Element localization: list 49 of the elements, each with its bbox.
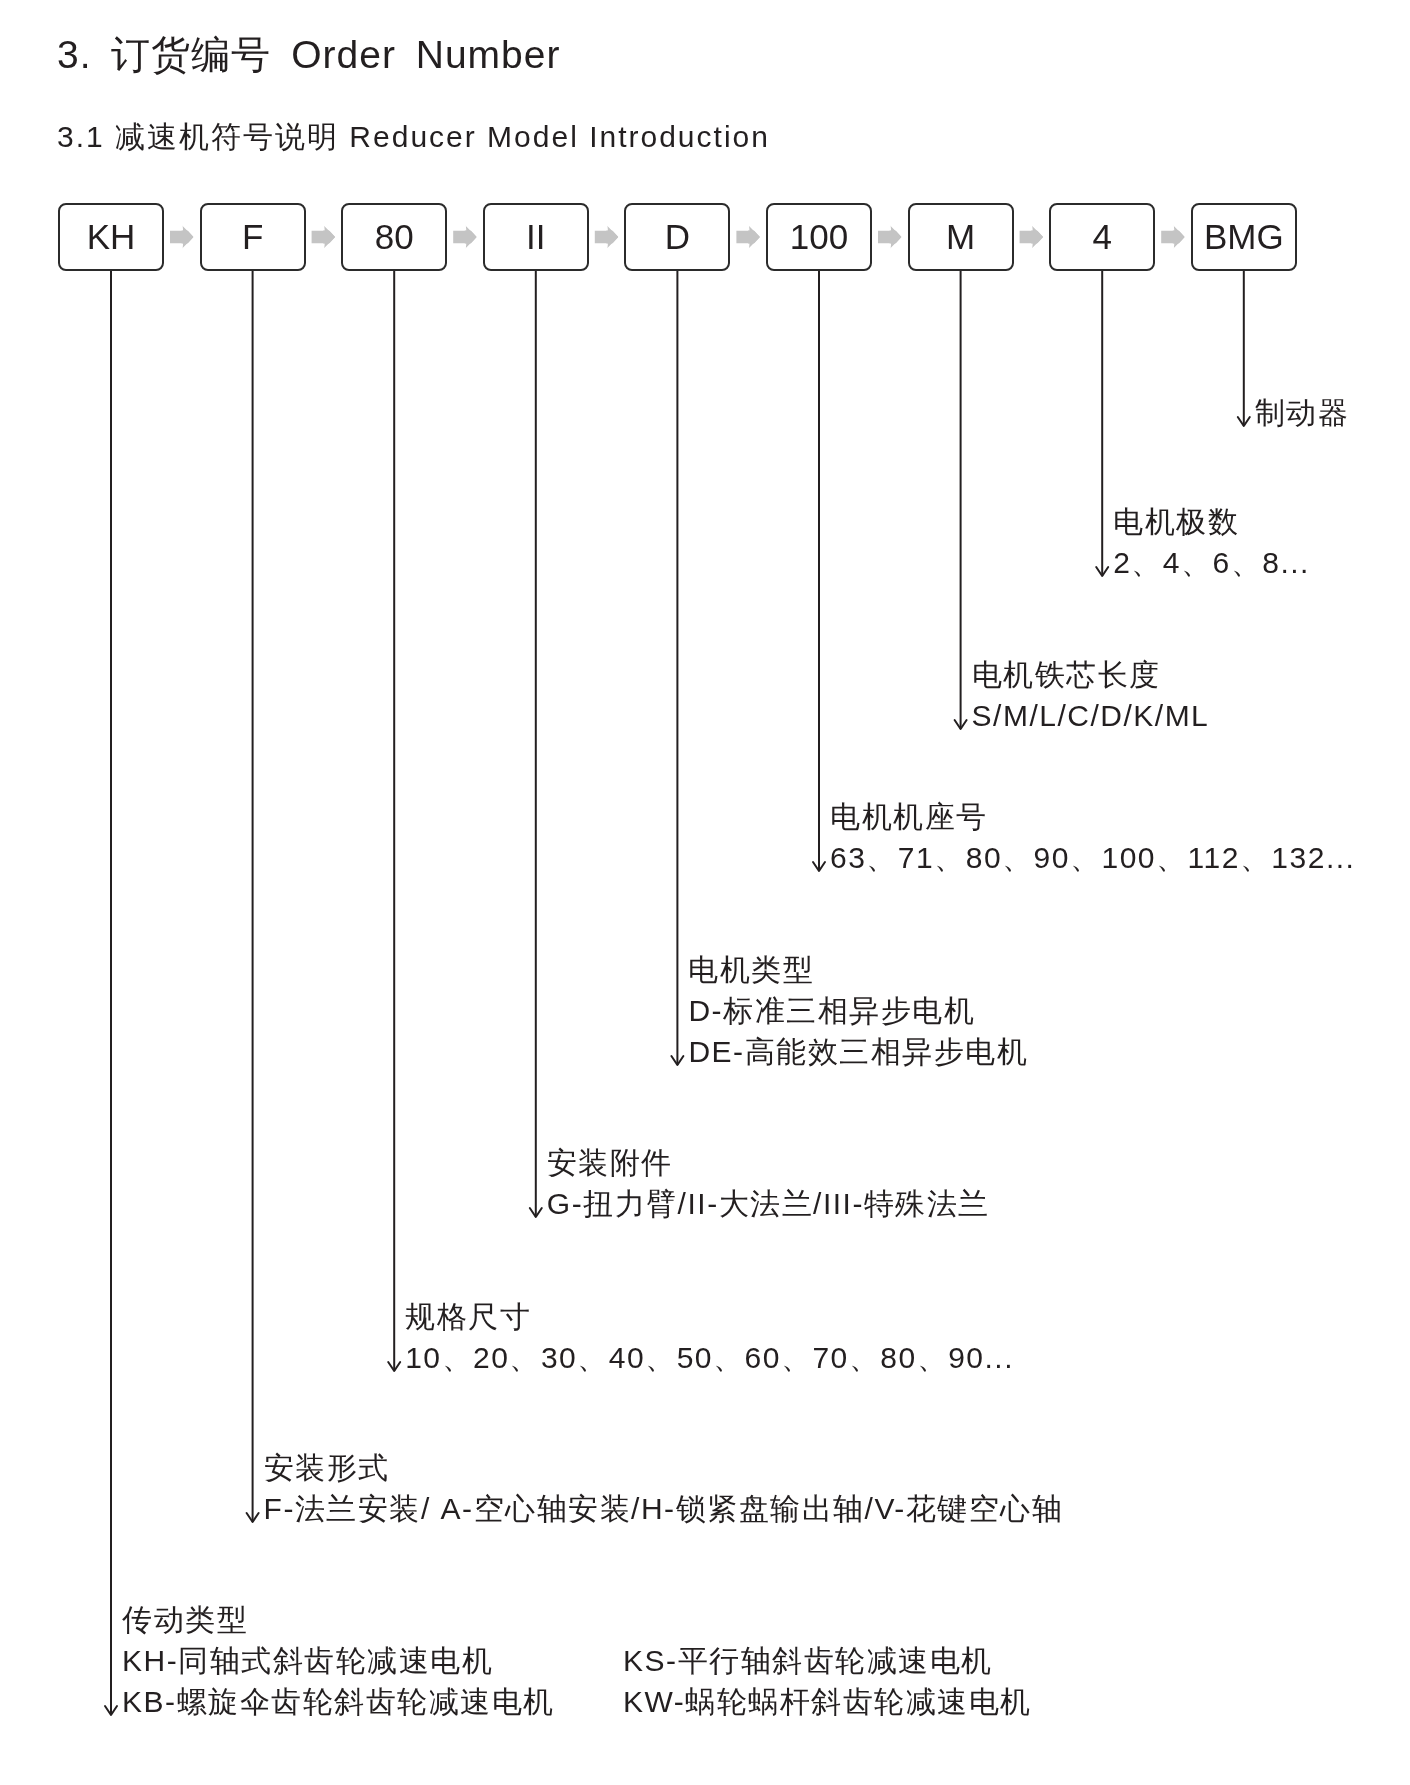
code-values: DE-高能效三相异步电机 (688, 1034, 1029, 1070)
code-option: KW-蜗轮蜗杆斜齿轮减速电机 (623, 1681, 1032, 1722)
leader-arrow (245, 270, 260, 1523)
leader-arrow (953, 270, 968, 730)
code-values: G-扭力臂/II-大法兰/III-特殊法兰 (546, 1186, 990, 1222)
code-option: KS-平行轴斜齿轮减速电机 (623, 1640, 1032, 1681)
block-arrow (170, 225, 194, 249)
code-values: 10、20、30、40、50、60、70、80、90... (405, 1340, 1014, 1376)
code-option: KB-螺旋伞齿轮斜齿轮减速电机 (122, 1681, 623, 1722)
model-code-box: M (907, 203, 1014, 271)
block-arrow (1019, 225, 1044, 249)
code-values: F-法兰安装/ A-空心轴安装/H-锁紧盘输出轴/V-花键空心轴 (263, 1491, 1064, 1527)
section-title: 3. 订货编号 Order Number (57, 32, 561, 78)
category-heading: 安装附件 (546, 1145, 674, 1181)
block-arrow (311, 225, 336, 249)
category-heading: 安装形式 (263, 1450, 391, 1486)
code-values: S/M/L/C/D/K/ML (971, 698, 1210, 734)
category-heading: 规格尺寸 (405, 1299, 533, 1335)
leader-arrow (528, 270, 543, 1218)
model-code-box: 4 (1049, 203, 1156, 271)
block-arrow (878, 225, 902, 249)
block-arrow (1161, 225, 1185, 249)
subsection-title: 3.1 减速机符号说明 Reducer Model Introduction (57, 119, 770, 155)
leader-arrow (670, 270, 685, 1066)
block-arrow (736, 225, 760, 249)
model-code-box: F (199, 203, 306, 271)
leader-arrow (104, 270, 118, 1716)
code-option: KH-同轴式斜齿轮减速电机 (122, 1640, 623, 1681)
category-heading: 传动类型 (122, 1602, 249, 1638)
leader-arrow (812, 270, 826, 872)
code-meaning: 制动器 (1254, 392, 1350, 433)
code-values: 63、71、80、90、100、112、132... (830, 840, 1356, 876)
block-arrow (594, 225, 619, 249)
model-code-box: II (482, 203, 589, 271)
model-code-box: D (624, 203, 731, 271)
category-heading: 电机类型 (688, 952, 816, 988)
leader-arrow (1095, 270, 1110, 577)
model-code-box: 80 (341, 203, 448, 271)
model-code-box: BMG (1190, 203, 1297, 271)
model-code-box: KH (58, 203, 164, 271)
code-values: 2、4、6、8... (1113, 545, 1310, 581)
category-heading: 电机铁芯长度 (971, 657, 1162, 693)
model-code-box: 100 (766, 203, 872, 271)
leader-arrow (1236, 270, 1251, 427)
leader-arrow (387, 270, 402, 1372)
category-heading: 电机机座号 (830, 799, 989, 835)
code-values: D-标准三相异步电机 (688, 993, 977, 1029)
category-heading: 电机极数 (1113, 504, 1241, 540)
block-arrow (453, 225, 477, 249)
